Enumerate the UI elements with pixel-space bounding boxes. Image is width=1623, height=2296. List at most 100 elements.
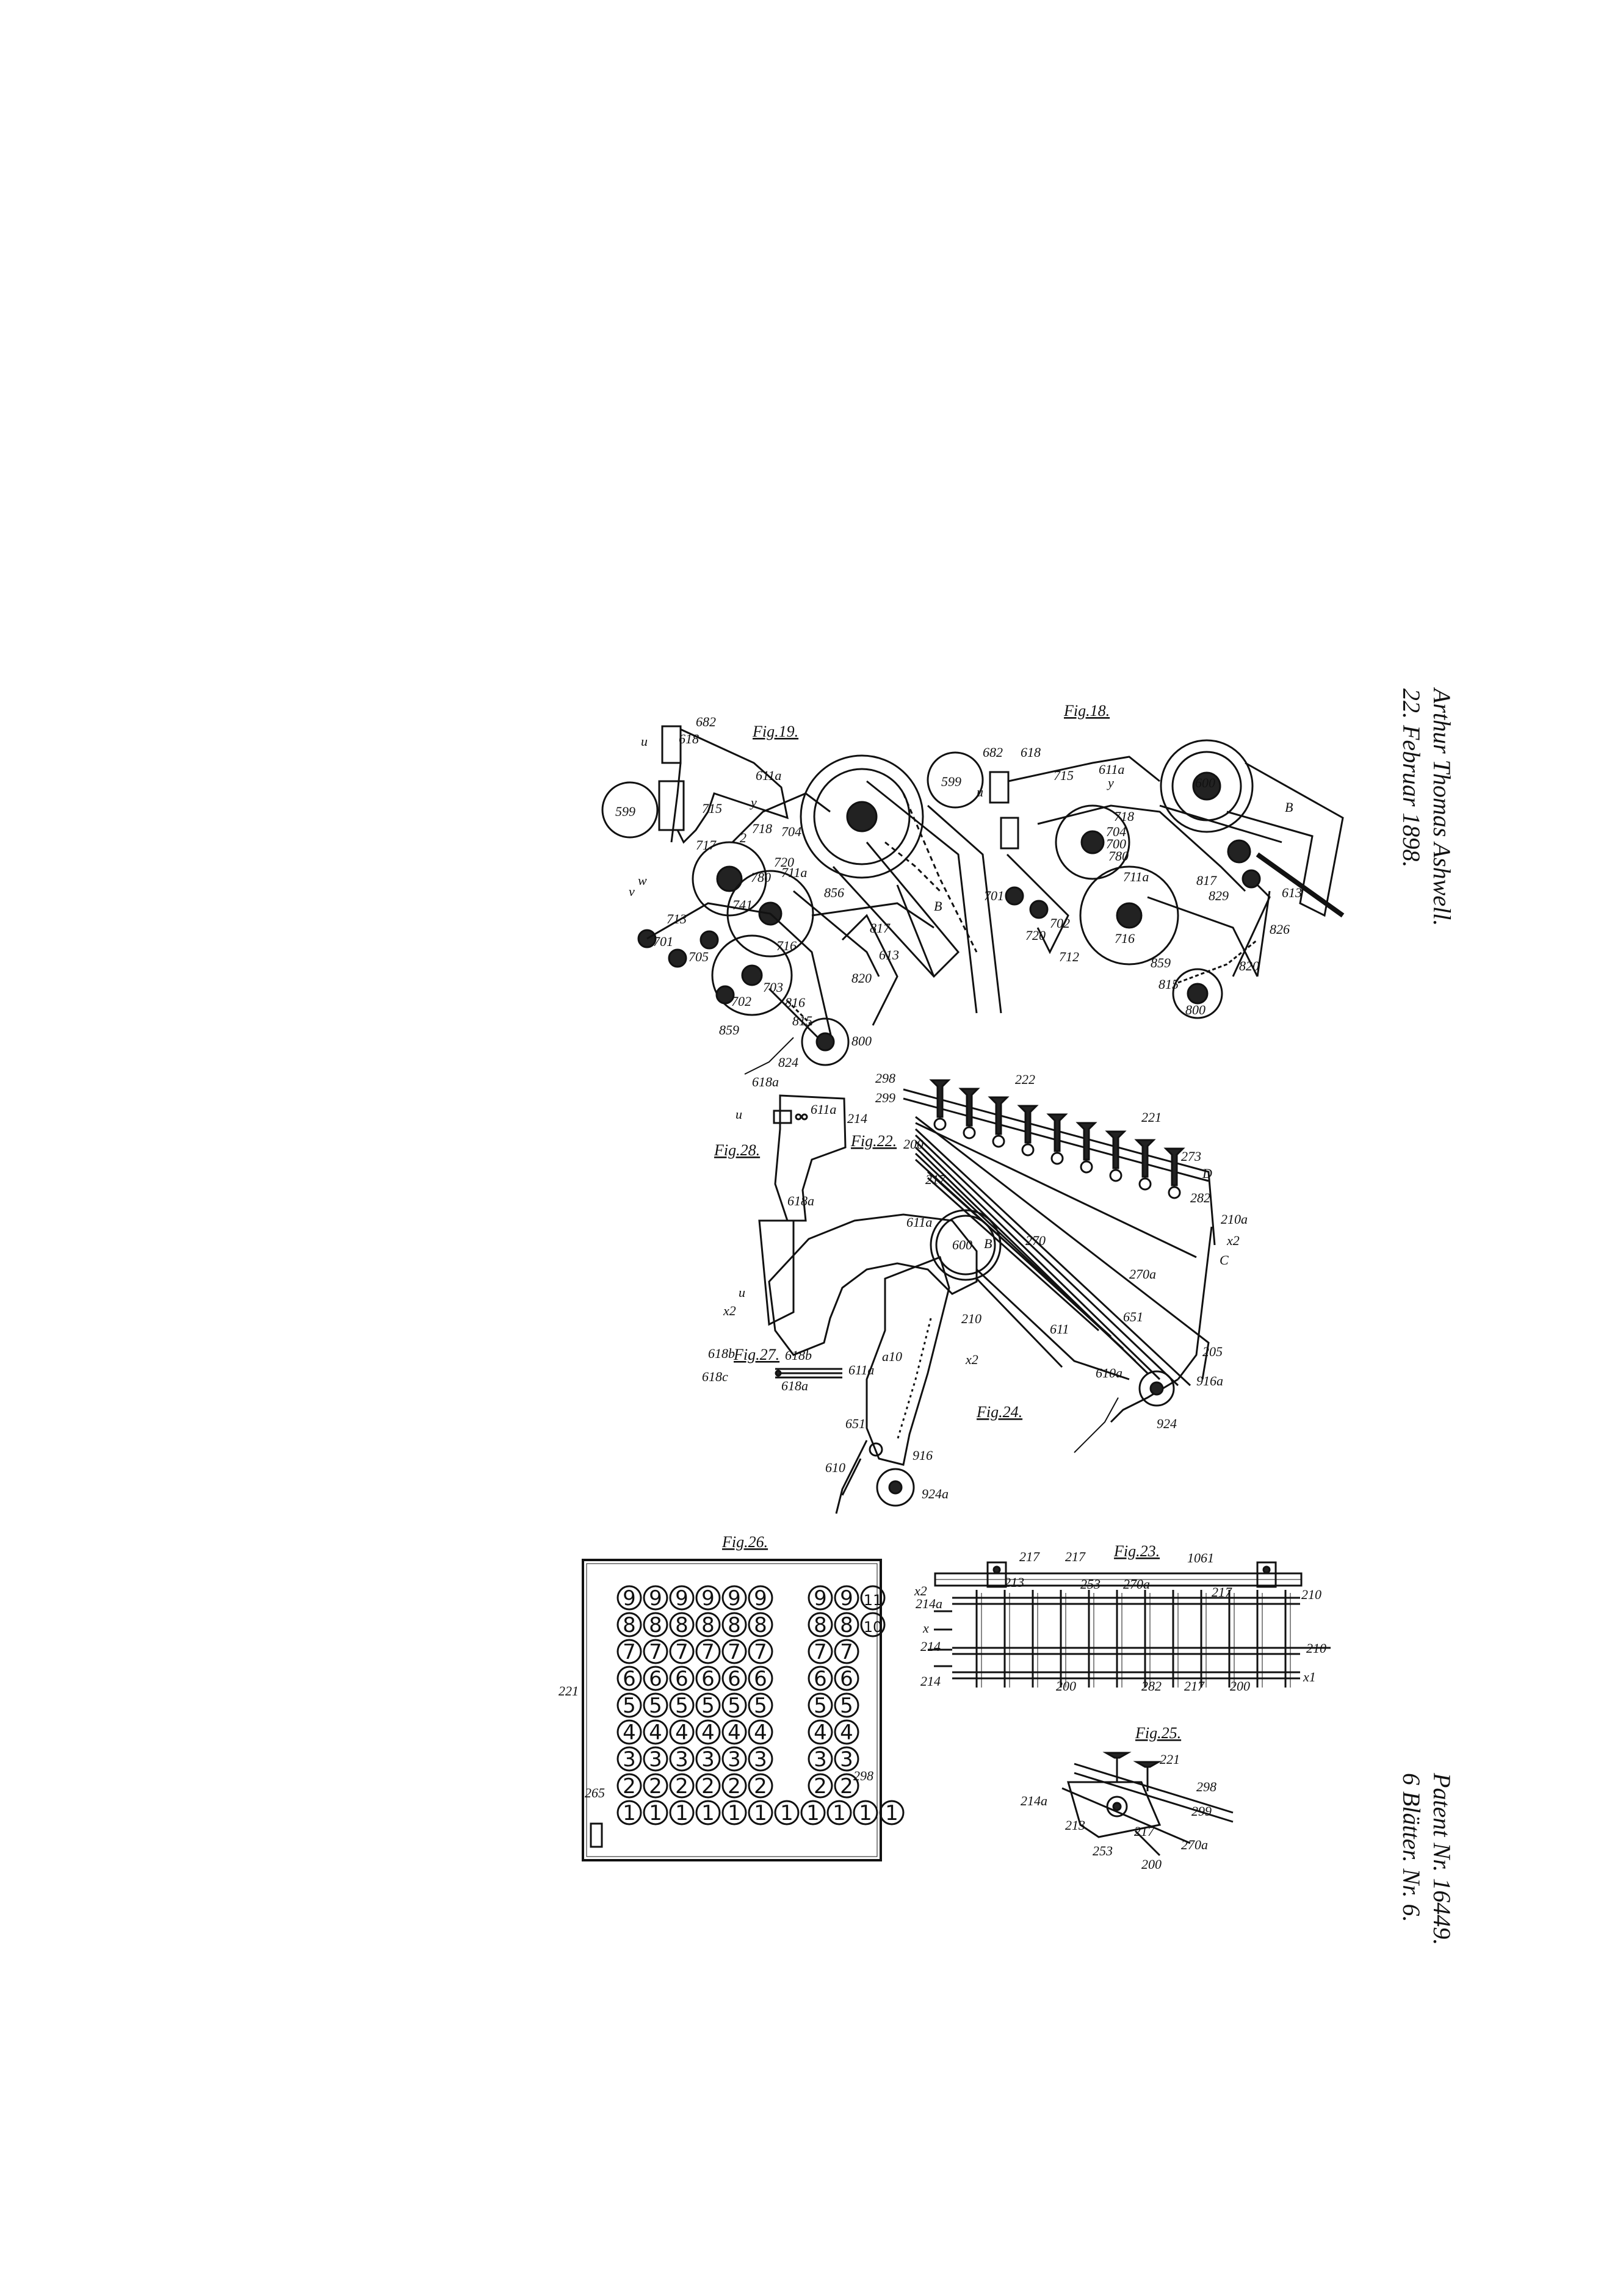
key-label: 3: [675, 1747, 689, 1772]
key-pivot: [1109, 1169, 1122, 1182]
fig22-label: 270a: [1129, 1266, 1156, 1282]
fig19-label: 713: [667, 911, 687, 926]
key-label: 7: [814, 1640, 827, 1664]
key-circle: [695, 1612, 721, 1637]
key-circle: [695, 1639, 721, 1664]
fig19-title: Fig.19.: [752, 723, 798, 740]
fig25-label: 299: [1191, 1803, 1212, 1819]
fig24-label: x2: [965, 1352, 978, 1367]
key-label: 9: [675, 1586, 689, 1611]
key-circle: [808, 1666, 833, 1691]
fig27-label: 618c: [702, 1369, 728, 1384]
fig18-label: 682: [983, 745, 1003, 760]
key-stem: [1046, 1113, 1068, 1152]
key-circle: [834, 1692, 859, 1718]
key-pivot: [992, 1135, 1005, 1148]
key-circle: [748, 1746, 773, 1772]
fig-22-key-bank: [758, 1079, 1216, 1453]
fig23-label: 213: [1004, 1575, 1024, 1590]
key-label: 4: [623, 1720, 636, 1745]
key-circle: [643, 1666, 668, 1691]
fig19-label: 856: [824, 885, 844, 900]
key-circle: [616, 1666, 642, 1691]
fig19-label: 824: [778, 1055, 798, 1070]
key-label: 11: [864, 1592, 883, 1609]
fig-24-arm: [835, 1256, 950, 1514]
fig23-label: x1: [1303, 1669, 1316, 1684]
key-label: 6: [701, 1667, 715, 1691]
key-circle: [748, 1692, 773, 1718]
key-label: 5: [814, 1694, 827, 1718]
key-circle: [616, 1746, 642, 1772]
fig23-label: 253: [1080, 1576, 1101, 1592]
key-circle: [826, 1800, 852, 1825]
fig24-label: 210: [961, 1311, 981, 1326]
key-circle: [808, 1773, 833, 1799]
key-label: 9: [814, 1586, 827, 1611]
key-label: 7: [728, 1640, 741, 1664]
key-stem: [1163, 1147, 1185, 1186]
key-label: 4: [701, 1720, 715, 1745]
key-label: 1: [806, 1801, 820, 1825]
fig18-label: u: [977, 784, 983, 800]
key-label: 2: [840, 1774, 853, 1799]
fig28-label: 611a: [811, 1102, 836, 1117]
fig-25-detail: [1061, 1752, 1234, 1857]
key-circle: [774, 1800, 800, 1825]
fig22-label: 214: [847, 1111, 867, 1126]
fig18-label: 815: [1159, 977, 1179, 992]
fig19-label: w: [638, 873, 647, 888]
key-circle: [643, 1692, 668, 1718]
key-label: 5: [701, 1694, 715, 1718]
fig-28-segment: [773, 1094, 847, 1222]
key-label: 2: [675, 1774, 689, 1799]
fig23-label: 214: [920, 1673, 941, 1689]
key-circle: [808, 1692, 833, 1718]
fig22-label: 222: [1015, 1072, 1035, 1087]
key-circle: [748, 1639, 773, 1664]
fig18-label: 712: [1059, 949, 1079, 964]
fig22-label: 916a: [1196, 1373, 1223, 1388]
fig18-label: 826: [1270, 922, 1290, 937]
fig19-label: 717: [696, 837, 717, 853]
fig19-label: 718: [752, 821, 772, 836]
key-label: 3: [840, 1747, 853, 1772]
fig23-label: 210: [1306, 1641, 1326, 1656]
key-label: 6: [623, 1667, 636, 1691]
fig25-title: Fig.25.: [1135, 1724, 1181, 1742]
fig19-label: B: [934, 898, 942, 914]
fig25-label: 200: [1141, 1857, 1162, 1872]
fig18-label: 817: [1196, 873, 1217, 888]
key-circle: [695, 1666, 721, 1691]
key-label: 3: [701, 1747, 715, 1772]
key-circle: [834, 1639, 859, 1664]
fig19-label: 859: [719, 1022, 739, 1038]
fig22-label: 618a: [787, 1193, 814, 1208]
key-label: 4: [814, 1720, 827, 1745]
key-pivot: [1168, 1186, 1181, 1199]
key-circle: [695, 1719, 721, 1745]
key-circle: [834, 1585, 859, 1611]
key-label: 8: [754, 1613, 767, 1637]
fig19-label: 703: [763, 980, 783, 995]
key-circle: [643, 1800, 668, 1825]
key-circle: [669, 1719, 695, 1745]
key-stem: [1075, 1122, 1097, 1161]
fig18-label: 800: [1185, 1002, 1206, 1017]
key-circle: [860, 1612, 886, 1637]
key-pivot: [1050, 1152, 1064, 1165]
key-circle: [616, 1692, 642, 1718]
key-label: 1: [623, 1801, 636, 1825]
key-label: 4: [840, 1720, 853, 1745]
key-label: 1: [649, 1801, 662, 1825]
fig27-label: 611a: [848, 1362, 874, 1377]
fig22-label: B: [984, 1236, 992, 1251]
key-circle: [808, 1719, 833, 1745]
fig18-label: 618: [1021, 745, 1041, 760]
fig28-label: 618a: [752, 1074, 779, 1089]
key-label: 7: [675, 1640, 689, 1664]
key-circle: [669, 1585, 695, 1611]
key-label: 1: [833, 1801, 846, 1825]
key-circle: [721, 1639, 747, 1664]
